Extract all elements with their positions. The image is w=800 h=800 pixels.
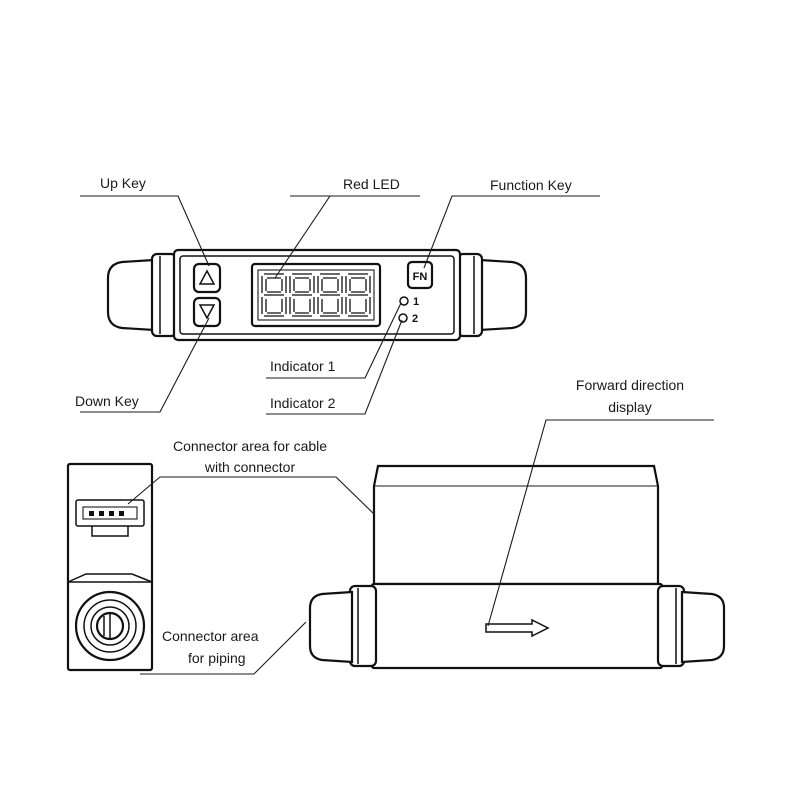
function-key xyxy=(406,260,434,290)
piping-connector-label-line2: for piping xyxy=(188,650,246,666)
piping-port xyxy=(74,590,146,662)
piping-connector-label-line1: Connector area xyxy=(162,628,259,644)
indicator-1-led xyxy=(399,296,409,306)
fn-key-text: FN xyxy=(413,271,428,283)
forward-direction-label-line2: display xyxy=(608,399,652,415)
cable-connector-socket xyxy=(75,499,145,537)
forward-direction-label-line1: Forward direction xyxy=(575,377,685,393)
indicator-1-label: Indicator 1 xyxy=(270,358,336,374)
indicator-2-label: Indicator 2 xyxy=(270,395,336,411)
led-digits xyxy=(261,273,371,317)
front-panel-device: FN 1 2 xyxy=(106,248,528,342)
cable-connector-label-line1: Connector area for cable xyxy=(172,438,328,454)
cable-connector-label-line2: with connector xyxy=(204,459,296,475)
indicator-2-led xyxy=(398,313,408,323)
bottom-leader-lines xyxy=(127,419,714,675)
down-key-label: Down Key xyxy=(75,393,139,409)
led-display xyxy=(250,262,382,328)
body-side-view xyxy=(308,464,726,670)
indicator-1-number: 1 xyxy=(413,296,419,308)
forward-arrow-icon xyxy=(485,618,550,638)
red-led-label: Red LED xyxy=(343,176,400,192)
side-view-device xyxy=(66,462,154,672)
up-key xyxy=(192,262,222,294)
function-key-label: Function Key xyxy=(490,177,572,193)
up-key-label: Up Key xyxy=(100,175,146,191)
indicator-2-number: 2 xyxy=(412,313,418,325)
top-leader-lines xyxy=(80,195,600,415)
